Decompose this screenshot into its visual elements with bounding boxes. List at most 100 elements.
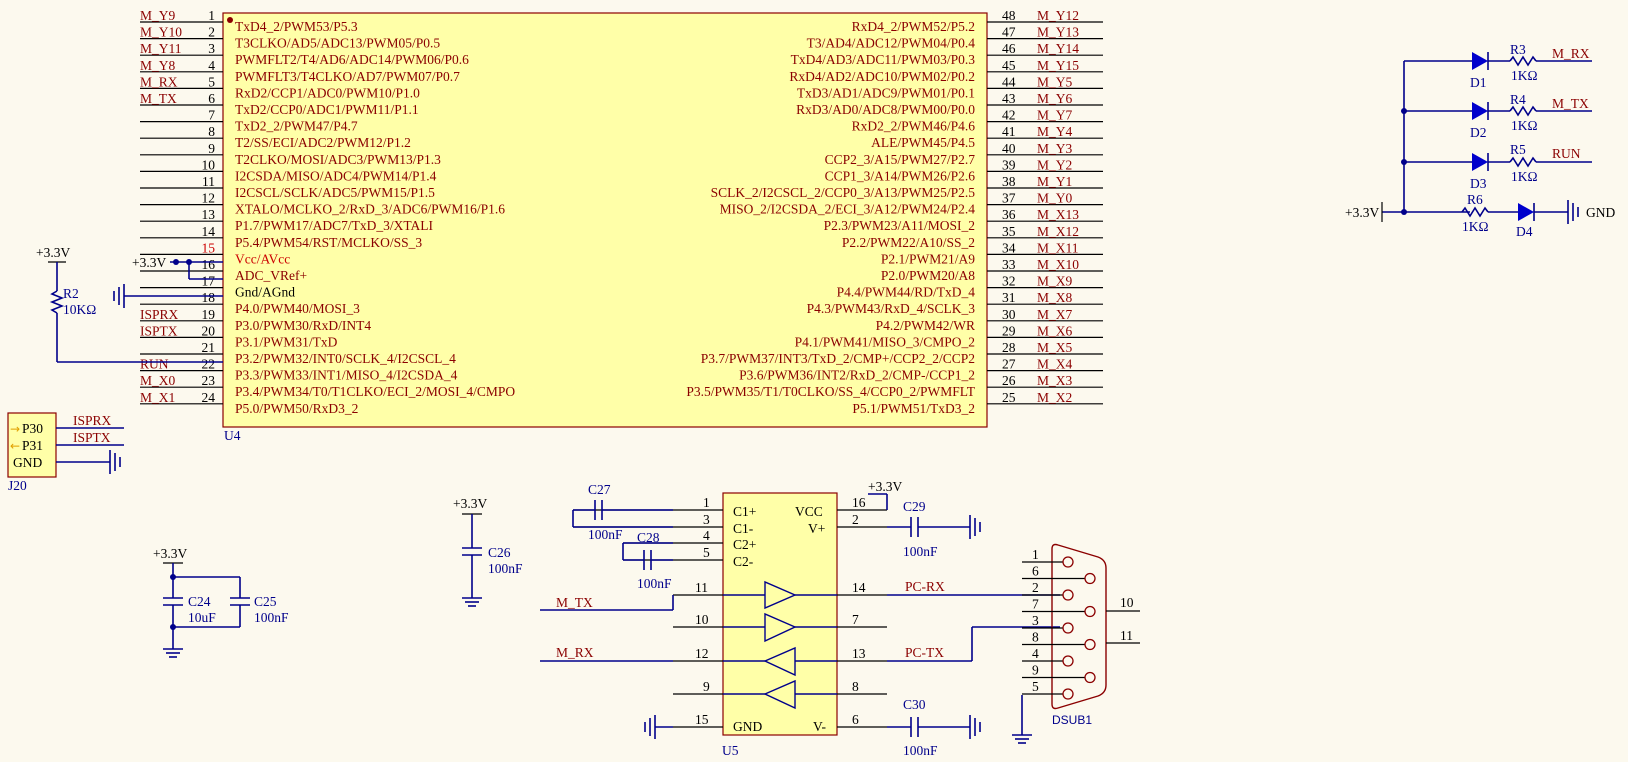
u4-pin-number: 23 [202, 373, 216, 388]
u4-pin-37: 37MISO_2/I2CSDA_2/ECI_3/A12/PWM24/P2.4M_… [720, 191, 1103, 217]
u4-pin-function: P3.4/PWM34/T0/T1CLKO/ECI_2/MOSI_4/CMPO [235, 384, 515, 399]
ground-symbol [1011, 726, 1033, 744]
led-vcc-label: +3.3V [1345, 205, 1379, 220]
u4-pin-function: RxD4_2/PWM52/P5.2 [852, 19, 975, 34]
c27-value: 100nF [588, 527, 623, 542]
u4-net-label: M_Y6 [1037, 91, 1073, 106]
u4-net-label: M_X9 [1037, 274, 1073, 289]
u4-net-label: M_X11 [1037, 240, 1079, 255]
vcc-label-u4: +3.3V [132, 255, 166, 270]
u4-pin-function: P3.1/PWM31/TxD [235, 334, 338, 349]
dsub1-pin-4: 4 [1022, 646, 1074, 667]
dsub1-shell-pin-10: 10 [1120, 595, 1134, 610]
c29-value: 100nF [903, 544, 938, 559]
u4-net-label: M_Y15 [1037, 58, 1079, 73]
c27-ref: C27 [588, 482, 611, 497]
u4-pin1-dot [227, 17, 233, 23]
c25-value: 100nF [254, 610, 289, 625]
u4-net-label: M_TX [140, 91, 177, 106]
u4-net-label: M_X3 [1037, 373, 1073, 388]
dsub1-shell [1051, 543, 1107, 710]
u4-pin-number: 17 [202, 274, 216, 289]
u4-pin-function: P2.2/PWM22/A10/SS_2 [842, 235, 975, 250]
u4-pin-number: 20 [202, 323, 216, 338]
u4-pin-function: P1.7/PWM17/ADC7/TxD_3/XTALI [235, 218, 434, 233]
dsub1-pin-6: 6 [1022, 564, 1096, 585]
u5-nets: C27 100nF C28 100nF +3.3V C29 100nF C30 [540, 479, 1060, 758]
u4-pin-number: 18 [202, 290, 216, 305]
d4-ref: D4 [1516, 224, 1533, 239]
dsub1-pin-number: 3 [1032, 613, 1039, 628]
u4-net-label: M_Y1 [1037, 174, 1072, 189]
c28-value: 100nF [637, 576, 672, 591]
u4-pin-number: 47 [1002, 25, 1016, 40]
u4-pin-function: RxD2_2/PWM46/P4.6 [852, 119, 976, 134]
c24-value: 10uF [188, 610, 216, 625]
u4-pin-function: P4.3/PWM43/RxD_4/SCLK_3 [807, 301, 976, 316]
r4-value: 1KΩ [1511, 118, 1538, 133]
u4-net-label: M_Y2 [1037, 157, 1072, 172]
u4-net-label: M_RX [140, 74, 178, 89]
c26-value: 100nF [488, 561, 523, 576]
u4-pin-number: 8 [208, 124, 215, 139]
u4-net-label: M_Y8 [140, 58, 176, 73]
u4-pin-number: 10 [202, 157, 216, 172]
dsub1-pin-5: 5 [1022, 679, 1074, 700]
r3-value: 1KΩ [1511, 68, 1538, 83]
u4-net-label: RUN [140, 357, 169, 372]
r2-ref: R2 [63, 286, 79, 301]
u4-pin-function: Vcc/AVcc [235, 251, 290, 266]
u4-pin-function: I2CSDA/MISO/ADC4/PWM14/P1.4 [235, 168, 437, 183]
u4-pin-function: P2.0/PWM20/A8 [881, 268, 975, 283]
u4-pin-function: CCP1_3/A14/PWM26/P2.6 [825, 168, 976, 183]
u4-pin-function: T2CLKO/MOSI/ADC3/PWM13/P1.3 [235, 152, 441, 167]
u5-pin-9: 9 [703, 679, 710, 694]
j20-connector: → ← P30 P31 GND ISPRX ISPTX J20 [7, 412, 124, 493]
junction [170, 624, 176, 630]
u4-pin-number: 32 [1002, 274, 1016, 289]
j20-net-isprx: ISPRX [73, 413, 112, 428]
u4-pin-number: 28 [1002, 340, 1016, 355]
u4-net-label: M_Y13 [1037, 25, 1079, 40]
u5-vcc: VCC [795, 504, 823, 519]
u4-pin-number: 30 [1002, 307, 1016, 322]
c25-ref: C25 [254, 594, 277, 609]
c24-vcc-label: +3.3V [153, 546, 187, 561]
u5-pin-10: 10 [695, 612, 709, 627]
dsub1-pin-number: 2 [1032, 580, 1039, 595]
u5-rs232-transceiver: C1+ C1- C2+ C2- VCC V+ GND V- U5 1 3 4 [573, 492, 887, 758]
u5-net-m-tx: M_TX [556, 595, 593, 610]
ground-symbol [162, 640, 184, 658]
r2-resistor: +3.3V R2 10KΩ [36, 245, 223, 363]
u4-pin-number: 37 [1002, 191, 1016, 206]
d1-ref: D1 [1470, 75, 1487, 90]
u4-pin-function: P4.2/PWM42/WR [876, 318, 975, 333]
dsub1-pin-7: 7 [1022, 597, 1096, 618]
u4-net-label: ISPRX [140, 307, 179, 322]
pin-socket-icon [1084, 638, 1096, 651]
u4-pin-function: P5.1/PWM51/TxD3_2 [852, 401, 975, 416]
u5-ref: U5 [722, 743, 739, 758]
u5-c2m: C2- [733, 554, 754, 569]
u5-pin-15: 15 [695, 712, 709, 727]
dsub1-pin-8: 8 [1022, 630, 1096, 651]
